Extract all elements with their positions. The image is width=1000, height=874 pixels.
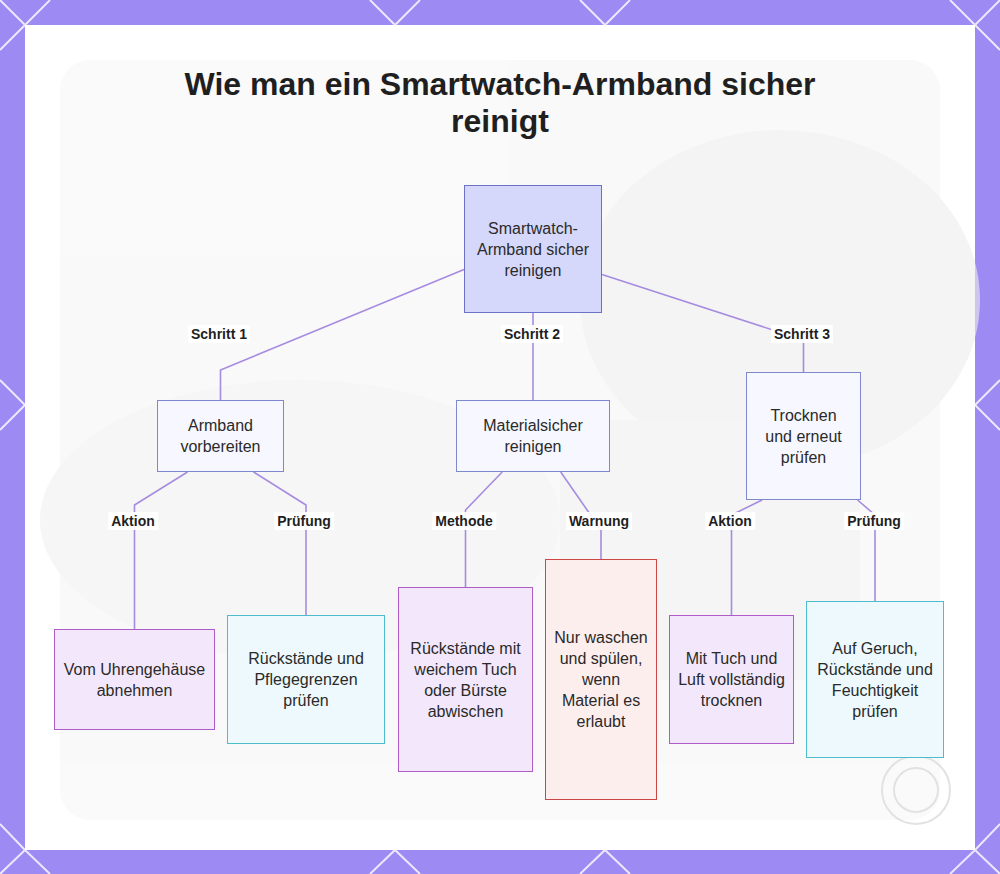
- edge-label: Schritt 3: [771, 325, 833, 343]
- node-text: Rückstände und Pflegegrenzen prüfen: [236, 648, 376, 711]
- edge-label: Aktion: [705, 512, 755, 530]
- step-box: Materialsicher reinigen: [456, 400, 610, 472]
- edge-label: Aktion: [108, 512, 158, 530]
- edge-label: Warnung: [566, 512, 632, 530]
- node-text: Mit Tuch und Luft vollständig trocknen: [678, 648, 785, 711]
- edge-label: Schritt 2: [501, 325, 563, 343]
- node-text: Trocknen und erneut prüfen: [755, 405, 852, 468]
- action-box: Mit Tuch und Luft vollständig trocknen: [669, 615, 794, 744]
- faded-photo: [40, 60, 980, 820]
- edge-label: Prüfung: [274, 512, 334, 530]
- connector-line: [221, 269, 465, 400]
- node-text: Nur waschen und spülen, wenn Material es…: [554, 627, 648, 732]
- connector-line: [254, 472, 306, 615]
- node-text: Armband vorbereiten: [166, 415, 275, 457]
- node-text: Smartwatch-Armband sicher reinigen: [473, 218, 593, 281]
- node-text: Auf Geruch, Rückstände und Feuchtigkeit …: [815, 638, 935, 722]
- diagram-title: Wie man ein Smartwatch-Armband sicher re…: [150, 66, 850, 140]
- action-box: Rückstände mit weichem Tuch oder Bürste …: [398, 587, 533, 772]
- connector-line: [602, 275, 804, 372]
- check-box: Rückstände und Pflegegrenzen prüfen: [227, 615, 385, 744]
- node-text: Vom Uhrengehäuse abnehmen: [63, 659, 206, 701]
- node-text: Materialsicher reinigen: [465, 415, 601, 457]
- action-box: Vom Uhrengehäuse abnehmen: [54, 629, 215, 730]
- warning-box: Nur waschen und spülen, wenn Material es…: [545, 559, 657, 800]
- root-box: Smartwatch-Armband sicher reinigen: [464, 185, 602, 313]
- logo-mark: [882, 756, 950, 824]
- step-box: Armband vorbereiten: [157, 400, 284, 472]
- node-text: Rückstände mit weichem Tuch oder Bürste …: [407, 638, 524, 722]
- connector-line: [135, 472, 188, 629]
- edge-label: Prüfung: [844, 512, 904, 530]
- check-box: Auf Geruch, Rückstände und Feuchtigkeit …: [806, 601, 944, 758]
- edge-label: Schritt 1: [188, 325, 250, 343]
- edge-label: Methode: [432, 512, 496, 530]
- step-box: Trocknen und erneut prüfen: [746, 372, 861, 500]
